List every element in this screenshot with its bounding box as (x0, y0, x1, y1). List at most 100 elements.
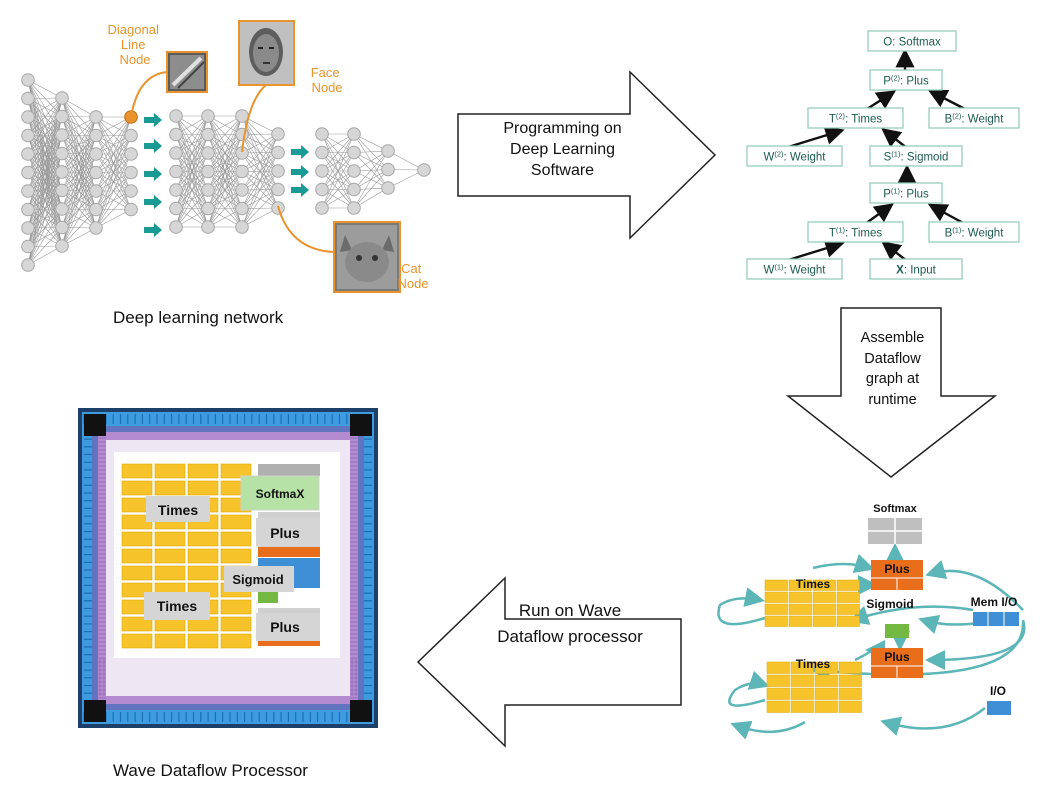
neuron (235, 109, 249, 123)
neuron (21, 239, 35, 254)
dataflow-memio-label: Mem I/O (971, 595, 1018, 609)
graph-node-label: T(1): Times (829, 226, 883, 240)
dataflow-softmax-block (868, 518, 922, 544)
dataflow-times1-label: Times (796, 577, 831, 591)
graph-node-box (807, 107, 904, 129)
flow-arrow (291, 183, 309, 197)
graph-node-label: P(2): Plus (883, 74, 929, 88)
neuron (315, 164, 329, 178)
neuron (235, 164, 249, 179)
diagonal-node-label-3: Node (119, 52, 150, 67)
flow-arrow (291, 145, 309, 159)
neuron (55, 165, 69, 179)
run-line-1: Run on Wave (518, 601, 622, 620)
graph-node-label: P(1): Plus (883, 187, 929, 201)
neuron (235, 220, 249, 234)
graph-node-label: B(1): Weight (945, 226, 1005, 240)
graph-node-box (928, 221, 1020, 243)
dataflow-io-label: I/O (990, 684, 1006, 698)
flow-arrow (144, 139, 162, 153)
deep-learning-network-diagram: Diagonal Line Node Face Node Cat Node (21, 20, 431, 293)
flow-arrow (144, 113, 162, 127)
neuron (55, 91, 69, 105)
assemble-line-3: graph at (865, 371, 920, 388)
dataflow-memio-block (973, 612, 1019, 626)
neuron (201, 164, 215, 179)
assemble-line-4: runtime (868, 391, 917, 408)
flow-arrow (144, 167, 162, 181)
neuron (235, 201, 249, 216)
neuron (271, 182, 285, 197)
neuron (89, 165, 103, 180)
programming-arrow-label: Programming on Deep Learning Software (470, 119, 655, 181)
chip-plus2-label: Plus (270, 619, 300, 635)
neuron (315, 127, 329, 141)
neuron (315, 182, 329, 197)
dataflow-plus2-block (871, 648, 923, 678)
cat-node-label-2: Node (397, 276, 428, 291)
neuron (169, 109, 183, 123)
graph-node-box (807, 221, 904, 243)
neuron (55, 183, 69, 198)
dataflow-io-block (987, 701, 1011, 715)
graph-node-label: S(1): Sigmoid (884, 150, 949, 164)
neuron (55, 146, 69, 161)
assemble-arrow-label: Assemble Dataflow graph at runtime (840, 328, 945, 410)
run-line-2: Dataflow processor (497, 626, 643, 646)
dataflow-times2-label: Times (796, 657, 831, 671)
graph-node-box (928, 107, 1020, 129)
cat-image (333, 221, 401, 293)
neuron (315, 201, 329, 215)
dataflow-softmax-label: Softmax (873, 503, 917, 515)
assemble-line-1: Assemble (860, 330, 925, 346)
graph-node-label: T(2): Times (829, 112, 883, 126)
graph-node-box (869, 182, 943, 204)
neuron (89, 128, 103, 143)
neuron (201, 146, 215, 160)
neuron (235, 183, 249, 197)
programming-line-2: Deep Learning (510, 140, 615, 158)
neuron (89, 202, 103, 217)
graph-node-box (746, 145, 843, 167)
chip-plus1-label: Plus (270, 525, 300, 541)
neuron (21, 202, 35, 217)
dataflow-times1-block (764, 579, 860, 627)
neuron (21, 91, 35, 106)
neuron (347, 201, 361, 215)
graph-node-label: B(2): Weight (945, 112, 1005, 126)
neuron (21, 221, 35, 235)
graph-node-box (869, 145, 963, 167)
dataflow-sigmoid-label: Sigmoid (866, 597, 913, 611)
chip-times1-label: Times (158, 502, 198, 518)
chip-times2-label: Times (157, 598, 197, 614)
neuron (201, 109, 215, 123)
neuron (271, 127, 285, 141)
wave-processor-caption: Wave Dataflow Processor (113, 761, 308, 780)
programming-line-3: Software (530, 161, 595, 179)
neuron (89, 147, 103, 161)
graph-node-box (869, 258, 963, 280)
neuron (89, 221, 103, 235)
neuron (55, 128, 69, 142)
neuron (347, 164, 361, 178)
dataflow-plus2-label: Plus (884, 650, 910, 664)
neuron (235, 127, 249, 142)
neuron (169, 220, 183, 234)
neuron (55, 220, 69, 235)
neuron (21, 258, 35, 272)
graph-node-label: X: Input (896, 265, 936, 277)
face-image (238, 20, 295, 86)
neuron (89, 110, 103, 124)
diagonal-line-image (166, 51, 208, 93)
neuron (169, 201, 183, 216)
graph-node-label: W(1): Weight (763, 263, 826, 277)
neuron (55, 202, 69, 216)
chip-sigmoid-label: Sigmoid (232, 572, 283, 587)
neuron (381, 162, 395, 177)
neuron (271, 145, 285, 160)
neuron (124, 147, 138, 161)
dataflow-plus1-block (871, 560, 923, 590)
programming-line-1: Programming on (503, 120, 622, 137)
neuron (381, 181, 395, 195)
run-arrow-label: Run on Wave Dataflow processor (470, 598, 670, 649)
